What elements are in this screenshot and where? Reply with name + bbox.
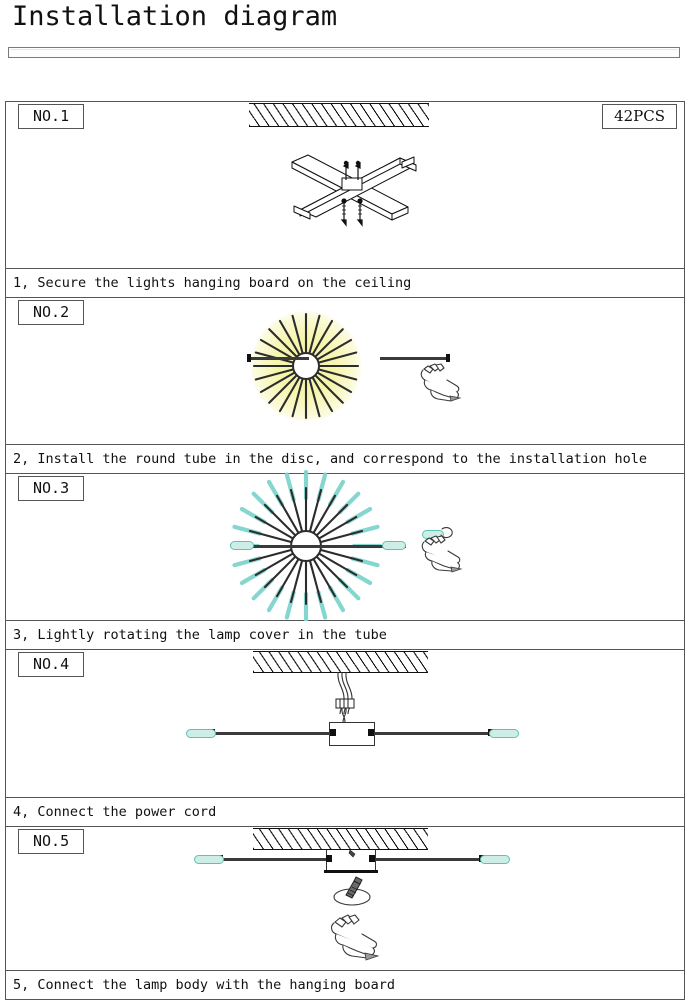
- ceiling-hatch-4: [253, 651, 428, 673]
- lamp-arm-right-4: [369, 732, 491, 735]
- cross-bracket-illustration: [291, 154, 417, 227]
- step-figure-row-1: NO.1 42PCS: [6, 102, 684, 269]
- step-number-badge-2: NO.2: [18, 300, 85, 325]
- lamp-cover-left-4: [186, 729, 216, 738]
- installed-tube-left-2: [247, 357, 309, 360]
- step-figure-row-5: NO.5: [6, 827, 684, 971]
- installed-tube-left-3: [234, 545, 306, 548]
- lamp-cover-left-5: [194, 855, 224, 864]
- lamp-cover-left-3: [230, 541, 254, 550]
- step-caption-row-4: 4, Connect the power cord: [6, 798, 684, 827]
- hand-screwdriver-icon-5: [331, 914, 380, 961]
- step-caption-3: 3, Lightly rotating the lamp cover in th…: [13, 627, 387, 643]
- lamp-arm-left-4: [212, 732, 334, 735]
- title-rule-bar: [8, 47, 680, 58]
- ceiling-hatch-5: [253, 828, 428, 850]
- lamp-cover-right-5: [480, 855, 510, 864]
- figure-mount-lamp-body: [6, 827, 684, 970]
- step-caption-5: 5, Connect the lamp body with the hangin…: [13, 977, 396, 993]
- hand-icon-2: [420, 363, 462, 402]
- figure-sunburst-with-covers: [6, 469, 684, 623]
- figure-sunburst-plain: [6, 298, 684, 444]
- screw-marker-5: [348, 849, 356, 858]
- screw-into-hole-icon-5: [333, 876, 371, 906]
- tube-end-left-2: [247, 354, 251, 362]
- step-number-badge-3: NO.3: [18, 476, 85, 501]
- arm-joint-right-4: [368, 729, 374, 736]
- lamp-cover-right-3: [382, 541, 406, 550]
- tube-end-right-2: [446, 354, 450, 362]
- figure-cross-bracket: [6, 102, 684, 268]
- installed-tube-right-3: [306, 545, 406, 548]
- step-figure-row-4: NO.4: [6, 650, 684, 798]
- lamp-cover-right-4: [489, 729, 519, 738]
- step-caption-row-2: 2, Install the round tube in the disc, a…: [6, 445, 684, 474]
- mount-bracket-base-5: [324, 870, 378, 873]
- tube-in-hand-2: [380, 357, 450, 360]
- step-caption-row-1: 1, Secure the lights hanging board on th…: [6, 269, 684, 298]
- step-caption-row-3: 3, Lightly rotating the lamp cover in th…: [6, 621, 684, 650]
- hand-icon-3: [421, 527, 463, 573]
- step-caption-2: 2, Install the round tube in the disc, a…: [13, 451, 647, 467]
- sunburst-rays-3: [229, 469, 383, 623]
- steps-table: NO.1 42PCS: [5, 101, 685, 1000]
- arm-joint-right-5: [369, 855, 375, 862]
- figure-power-cord: [6, 650, 684, 797]
- step-caption-1: 1, Secure the lights hanging board on th…: [13, 275, 412, 291]
- arm-joint-left-5: [326, 855, 332, 862]
- lamp-arm-left-5: [220, 858, 332, 861]
- step-number-badge-1: NO.1: [18, 104, 85, 129]
- power-wires-4: [335, 671, 355, 723]
- step-caption-4: 4, Connect the power cord: [13, 804, 217, 820]
- arm-joint-left-4: [330, 729, 336, 736]
- ceiling-hatch-1: [249, 103, 429, 127]
- step-figure-row-2: NO.2: [6, 298, 684, 445]
- quantity-badge: 42PCS: [602, 104, 677, 129]
- step-figure-row-3: NO.3: [6, 469, 684, 623]
- step-number-badge-4: NO.4: [18, 652, 85, 677]
- sunburst-rays-2: [252, 312, 360, 420]
- lamp-arm-right-5: [370, 858, 482, 861]
- step-number-badge-5: NO.5: [18, 829, 85, 854]
- page-title: Installation diagram: [12, 1, 338, 32]
- step-caption-row-5: 5, Connect the lamp body with the hangin…: [6, 971, 684, 1000]
